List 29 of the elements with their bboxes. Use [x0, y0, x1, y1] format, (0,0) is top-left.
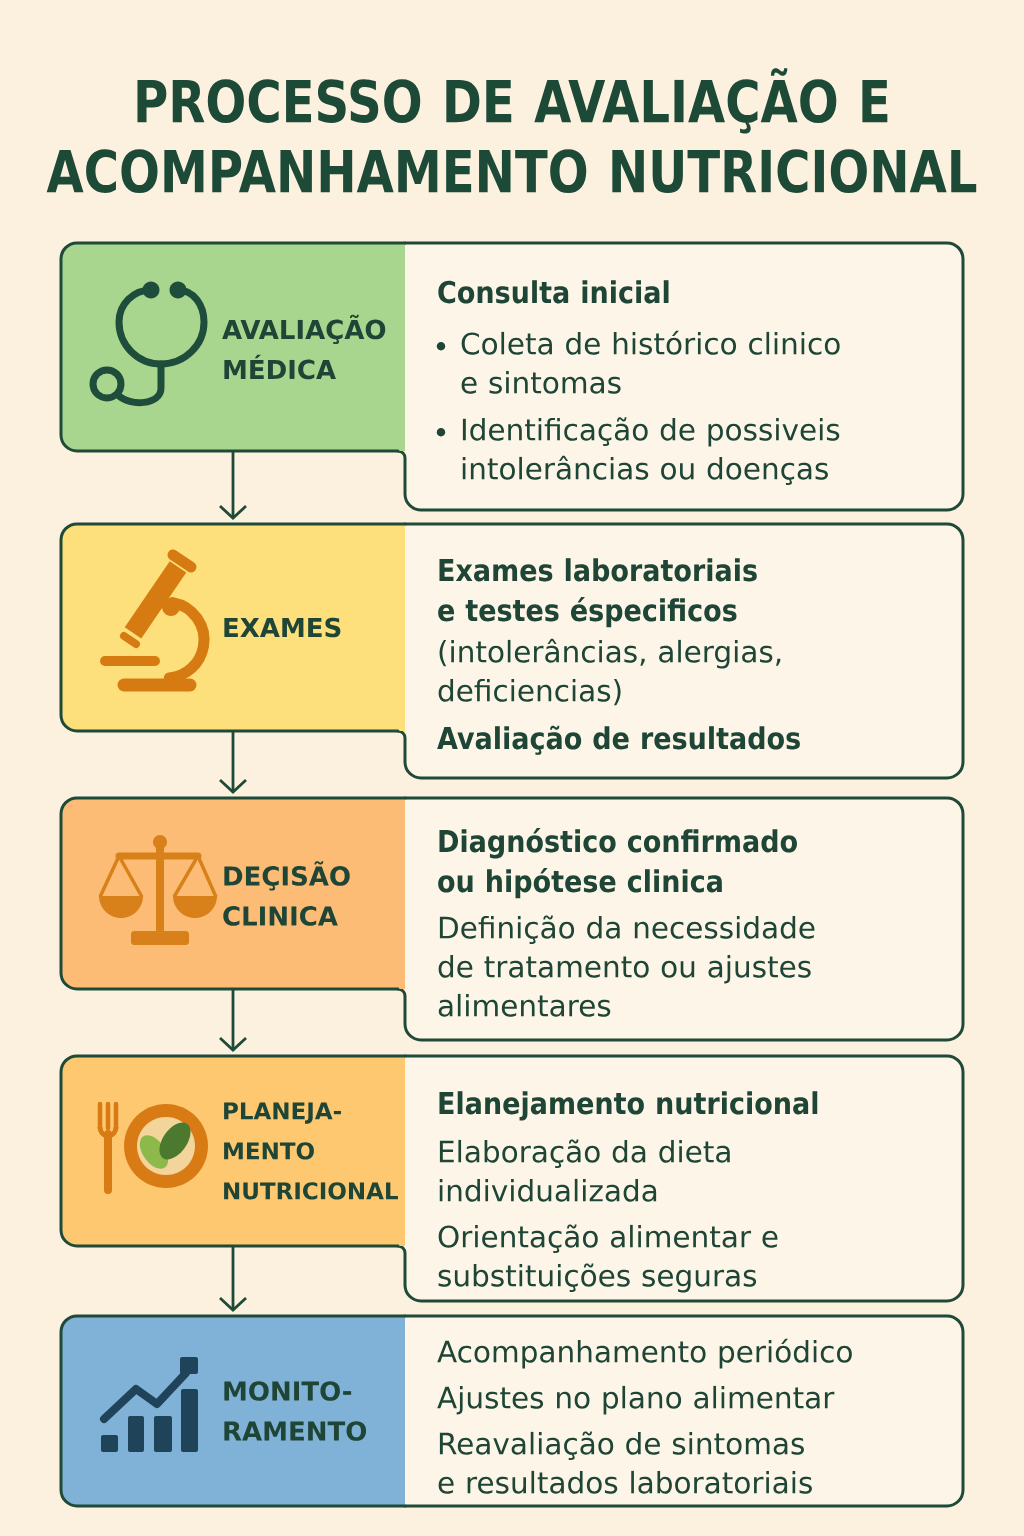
step-heading: Consulta inicial [438, 280, 669, 304]
step-text: Acompanhamento periódico [437, 1338, 852, 1369]
detail-box [396, 796, 965, 1042]
arrow [219, 731, 247, 794]
detail-box [403, 1314, 965, 1508]
arrow [219, 451, 247, 520]
bullet-text: Coleta de histórico clinico e sintomas [461, 330, 840, 394]
title: PROCESSO DE AVALIAÇÃO E ACOMPANHAMENTO NUTRICIONAL [46, 68, 977, 193]
arrow [219, 989, 247, 1052]
stage-panel: AVALIAÇÃO MÉDICA [59, 241, 407, 453]
step-text: Elaboração da dieta individualizada [439, 1139, 730, 1202]
detail-box [396, 1054, 965, 1303]
step-text: Orientação alimentar e substituições seguras [438, 1224, 778, 1293]
detail-box [396, 522, 965, 780]
step-text: (intolerâncias, alergias, deficiencias) [438, 638, 781, 706]
step-text: Reavaliação de sintomas e resultados laboratoriais [438, 1431, 812, 1494]
step-heading: Avaliação de resultados [437, 725, 800, 755]
step-heading: Elanejamento nutricional [439, 1091, 818, 1121]
stage-panel: DEÇISÃO CLINICA [59, 796, 407, 991]
stage-panel: EXAMES [59, 522, 407, 733]
step-text: Definição da necessidade de tratamento ou ajustes alimentares [438, 915, 815, 1017]
step-heading: Diagnóstico confirmado ou hipótese clinica [438, 828, 797, 899]
stage-panel: PLANEJA- MENTO NUTRICIONAL [59, 1054, 407, 1248]
step-text: Ajustes no plano alimentar [437, 1385, 835, 1415]
bullet-text: Identificação de possiveis intolerâncias ou doenças [462, 417, 840, 485]
stage-panel: MONITO- RAMENTO [59, 1314, 407, 1508]
detail-box [396, 241, 965, 512]
arrow [219, 1246, 247, 1312]
step-heading: Exames laboratoriais e testes éspecificos [438, 558, 757, 628]
